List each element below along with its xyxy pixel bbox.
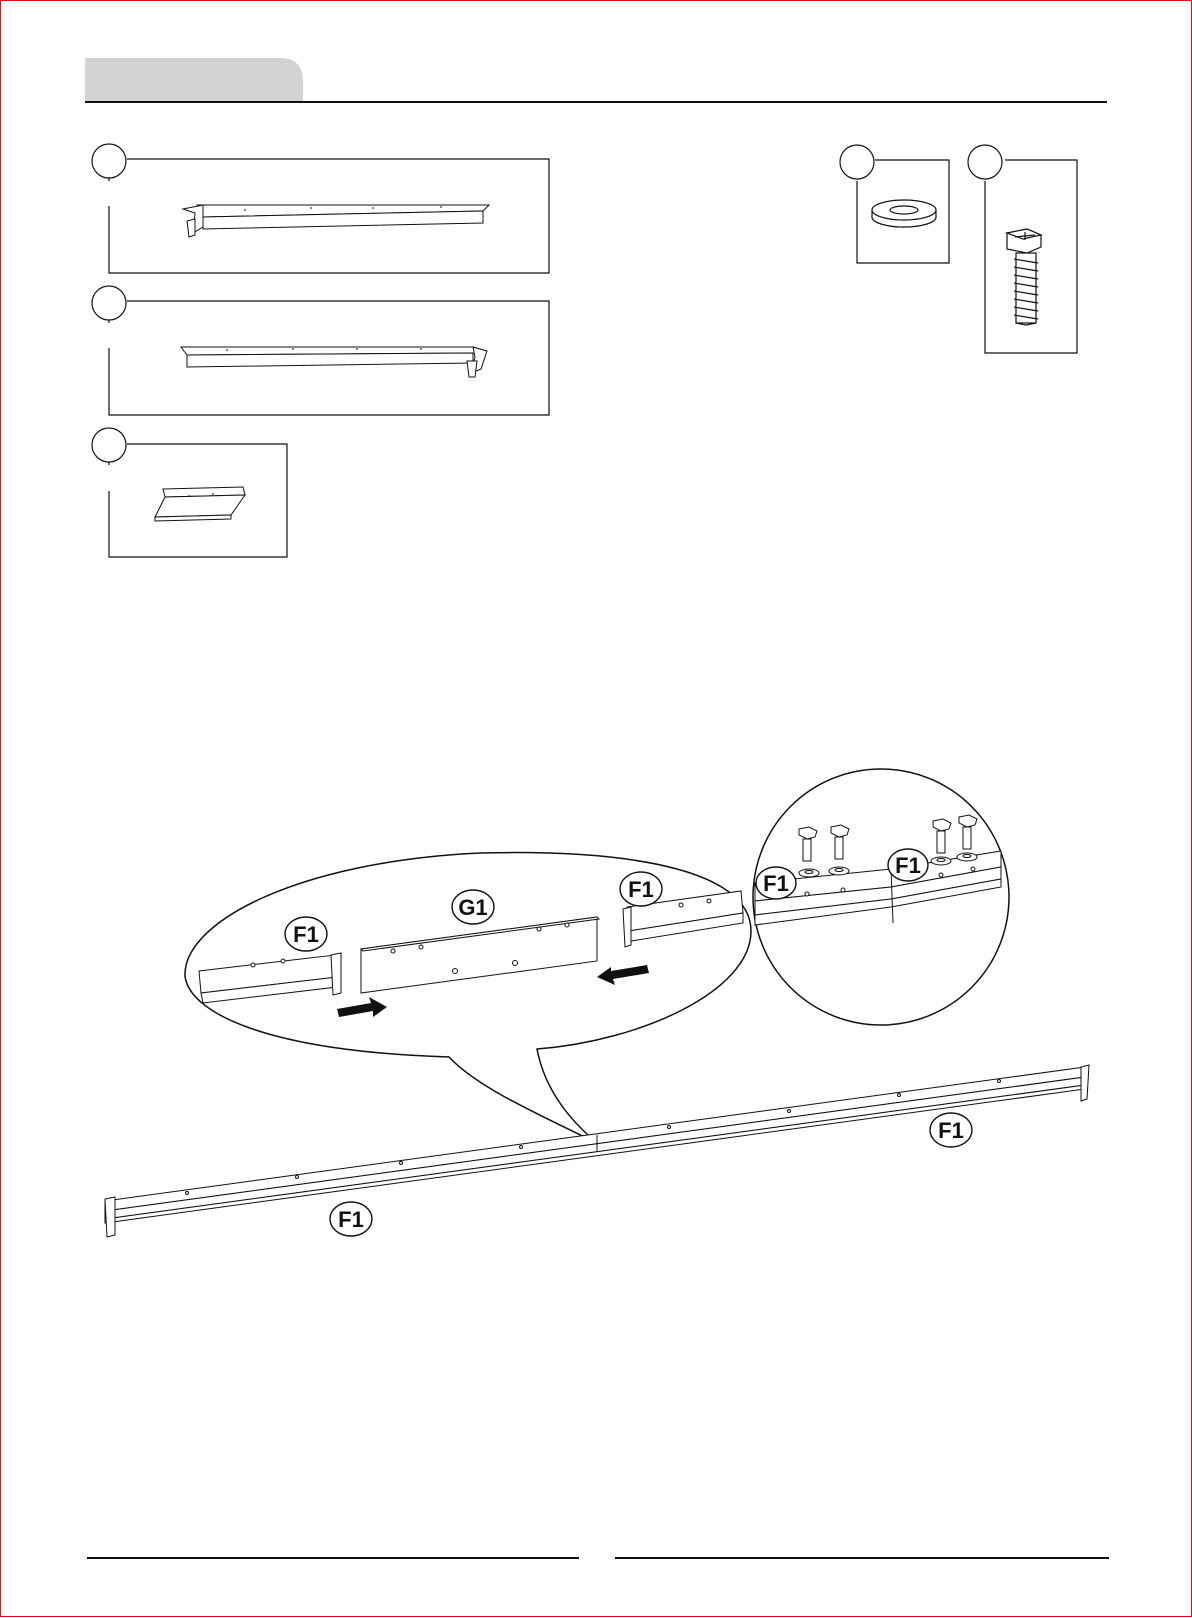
channel-part-3: [155, 487, 245, 521]
callout-g1: G1: [452, 890, 494, 924]
part-box-2: [92, 286, 549, 415]
callout-f1: F1: [330, 1202, 372, 1236]
callout-f1: F1: [888, 849, 928, 881]
detail-circle: F1 F1: [753, 769, 1009, 1025]
callout-f1: F1: [930, 1113, 972, 1147]
svg-text:F1: F1: [628, 877, 654, 902]
part-number-circle: [92, 428, 126, 462]
svg-text:F1: F1: [763, 871, 789, 896]
svg-text:F1: F1: [895, 853, 921, 878]
svg-text:F1: F1: [293, 922, 319, 947]
part-number-circle: [840, 145, 874, 179]
part-number-circle: [92, 286, 126, 320]
callout-f1: F1: [620, 872, 662, 906]
main-rail: [105, 1065, 1089, 1237]
zoom-bubble: G1 F1 F1: [185, 853, 751, 1143]
washer-box: [840, 145, 949, 263]
svg-text:F1: F1: [938, 1118, 964, 1143]
part-number-circle: [968, 145, 1002, 179]
svg-text:G1: G1: [458, 895, 487, 920]
header-tab: [85, 58, 303, 102]
part-box-3: [92, 428, 287, 557]
callout-f1: F1: [285, 917, 327, 951]
bolt-icon: [1007, 229, 1041, 325]
part-number-circle: [92, 144, 126, 178]
bolt-box: [968, 145, 1077, 353]
rail-part-2: [181, 347, 487, 377]
callout-f1: F1: [756, 867, 796, 899]
part-box-1: [92, 144, 549, 273]
rail-part-1: [183, 205, 489, 237]
svg-text:F1: F1: [338, 1207, 364, 1232]
washer-icon: [872, 200, 936, 227]
